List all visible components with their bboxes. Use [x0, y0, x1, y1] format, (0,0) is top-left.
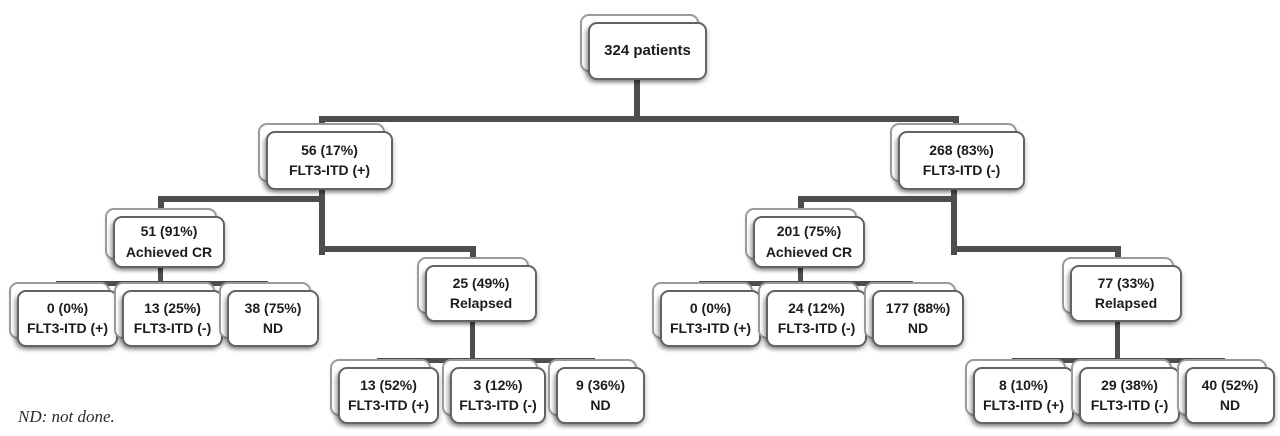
connector-neg-cr-horizontal	[798, 196, 957, 202]
node-pos-cr-itdneg: 13 (25%) FLT3-ITD (-)	[114, 282, 223, 347]
nd-footnote: ND: not done.	[18, 407, 115, 426]
node-neg-rel-itdneg: 29 (38%) FLT3-ITD (-)	[1071, 359, 1180, 424]
connector-pos-cr-horizontal	[158, 196, 325, 202]
card-front: 25 (49%) Relapsed	[425, 265, 537, 322]
card-front: 8 (10%) FLT3-ITD (+)	[973, 367, 1074, 424]
node-neg-cr-itdpos: 0 (0%) FLT3-ITD (+)	[652, 282, 761, 347]
connector-pos-relapsed-down	[470, 318, 475, 362]
node-label: 0 (0%)	[689, 299, 732, 316]
node-sublabel: Relapsed	[1094, 295, 1158, 311]
card-front: 56 (17%) FLT3-ITD (+)	[266, 131, 393, 190]
node-sublabel: Achieved CR	[125, 243, 213, 260]
node-label: 268 (83%)	[929, 141, 994, 158]
node-sublabel: FLT3-ITD (+)	[347, 397, 429, 413]
node-sublabel: FLT3-ITD (+)	[982, 397, 1064, 413]
node-pos-cr: 51 (91%) Achieved CR	[105, 208, 225, 268]
card-front: 3 (12%) FLT3-ITD (-)	[450, 367, 546, 424]
node-label: 25 (49%)	[452, 274, 510, 291]
node-sublabel: ND	[262, 320, 284, 336]
node-root: 324 patients	[580, 14, 707, 80]
card-front: 9 (36%) ND	[556, 367, 645, 424]
node-sublabel: Achieved CR	[765, 243, 853, 260]
connector-neg-cr-down	[798, 262, 803, 286]
node-flt3-neg: 268 (83%) FLT3-ITD (-)	[890, 123, 1025, 190]
node-label: 38 (75%)	[244, 299, 302, 316]
node-label: 324 patients	[604, 41, 691, 59]
node-neg-rel-nd: 40 (52%) ND	[1177, 359, 1275, 424]
node-pos-rel-itdpos: 13 (52%) FLT3-ITD (+)	[330, 359, 439, 424]
card-front: 51 (91%) Achieved CR	[113, 216, 225, 268]
card-front: 201 (75%) Achieved CR	[753, 216, 865, 268]
node-flt3-pos: 56 (17%) FLT3-ITD (+)	[258, 123, 393, 190]
node-label: 40 (52%)	[1201, 376, 1259, 393]
node-neg-cr-itdneg: 24 (12%) FLT3-ITD (-)	[758, 282, 867, 347]
node-sublabel: FLT3-ITD (-)	[133, 320, 212, 336]
connector-pos-relapsed-horizontal	[319, 246, 476, 252]
node-label: 177 (88%)	[885, 299, 951, 316]
card-front: 177 (88%) ND	[872, 290, 964, 347]
node-sublabel: ND	[1219, 397, 1241, 413]
card-front: 324 patients	[588, 22, 707, 80]
node-sublabel: FLT3-ITD (-)	[777, 320, 856, 336]
connector-top-horizontal	[319, 116, 959, 122]
card-front: 40 (52%) ND	[1185, 367, 1275, 424]
node-label: 24 (12%)	[788, 299, 845, 316]
card-front: 29 (38%) FLT3-ITD (-)	[1079, 367, 1180, 424]
card-front: 268 (83%) FLT3-ITD (-)	[898, 131, 1025, 190]
card-front: 0 (0%) FLT3-ITD (+)	[17, 290, 118, 347]
node-label: 3 (12%)	[473, 376, 523, 393]
node-neg-relapsed: 77 (33%) Relapsed	[1062, 257, 1182, 322]
card-front: 13 (52%) FLT3-ITD (+)	[338, 367, 439, 424]
node-pos-cr-nd: 38 (75%) ND	[219, 282, 319, 347]
card-front: 24 (12%) FLT3-ITD (-)	[766, 290, 867, 347]
node-label: 56 (17%)	[301, 141, 358, 158]
node-label: 29 (38%)	[1101, 376, 1158, 393]
node-label: 77 (33%)	[1097, 274, 1155, 291]
node-sublabel: FLT3-ITD (+)	[288, 162, 370, 178]
node-neg-cr-nd: 177 (88%) ND	[864, 282, 964, 347]
connector-pos-cr-down	[158, 262, 163, 286]
node-label: 13 (52%)	[360, 376, 417, 393]
node-pos-relapsed: 25 (49%) Relapsed	[417, 257, 537, 322]
card-front: 0 (0%) FLT3-ITD (+)	[660, 290, 761, 347]
node-sublabel: FLT3-ITD (-)	[1090, 397, 1169, 413]
node-sublabel: FLT3-ITD (-)	[459, 397, 537, 413]
connector-neg-down	[951, 183, 957, 255]
node-label: 9 (36%)	[575, 376, 626, 393]
node-neg-rel-itdpos: 8 (10%) FLT3-ITD (+)	[965, 359, 1074, 424]
node-sublabel: FLT3-ITD (-)	[922, 162, 1001, 178]
node-pos-rel-itdneg: 3 (12%) FLT3-ITD (-)	[442, 359, 546, 424]
node-pos-rel-nd: 9 (36%) ND	[548, 359, 645, 424]
node-label: 201 (75%)	[776, 223, 842, 239]
connector-neg-relapsed-horizontal	[951, 246, 1121, 252]
node-sublabel: ND	[590, 397, 611, 413]
node-label: 13 (25%)	[144, 299, 201, 316]
card-front: 13 (25%) FLT3-ITD (-)	[122, 290, 223, 347]
node-neg-cr: 201 (75%) Achieved CR	[745, 208, 865, 268]
node-sublabel: Relapsed	[449, 295, 513, 311]
node-label: 51 (91%)	[140, 223, 198, 239]
node-label: 8 (10%)	[998, 376, 1049, 393]
node-label: 0 (0%)	[46, 299, 89, 316]
node-sublabel: ND	[907, 320, 929, 336]
connector-neg-relapsed-down	[1115, 318, 1120, 362]
card-front: 38 (75%) ND	[227, 290, 319, 347]
connector-root-down	[634, 78, 640, 122]
connector-pos-down	[319, 183, 325, 255]
node-sublabel: FLT3-ITD (+)	[26, 320, 108, 336]
node-sublabel: FLT3-ITD (+)	[669, 320, 751, 336]
card-front: 77 (33%) Relapsed	[1070, 265, 1182, 322]
node-pos-cr-itdpos: 0 (0%) FLT3-ITD (+)	[9, 282, 118, 347]
